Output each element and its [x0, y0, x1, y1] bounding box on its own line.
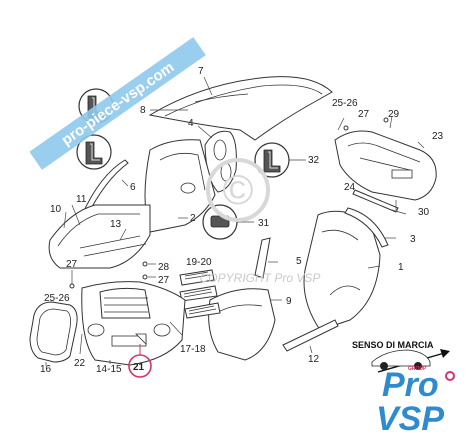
front-fender	[208, 288, 276, 361]
label-27-top: 27	[358, 109, 370, 120]
label-12: 12	[308, 354, 320, 365]
copyright-symbol: ©	[223, 166, 254, 213]
pro-vsp-logo: GROUP Pro VSP	[376, 366, 455, 438]
label-29: 29	[388, 109, 400, 120]
label-7: 7	[198, 66, 204, 77]
label-13: 13	[110, 219, 122, 230]
label-21: 21	[133, 362, 145, 373]
grille-mesh	[179, 269, 221, 319]
label-16: 16	[40, 364, 52, 375]
label-8: 8	[140, 105, 146, 116]
clip-28	[142, 261, 156, 280]
label-23: 23	[432, 131, 444, 142]
part-labels: 7 8 4 25-26 27 29 23 6 11 10 13 2 32 24 …	[40, 66, 444, 375]
label-3: 3	[410, 234, 416, 245]
side-sill	[282, 319, 339, 352]
pillar-strip	[81, 159, 129, 219]
copyright-text: COPYRIGHT Pro VSP	[200, 271, 321, 285]
label-1: 1	[398, 262, 404, 273]
logo-line1: Pro	[382, 366, 439, 404]
inset-detail-11	[76, 134, 112, 170]
clip-27-left	[69, 270, 75, 289]
label-25-26-left: 25-26	[44, 293, 70, 304]
label-22: 22	[74, 358, 86, 369]
label-30: 30	[418, 207, 430, 218]
label-25-26-top: 25-26	[332, 98, 358, 109]
travel-direction: SENSO DI MARCIA	[352, 340, 450, 373]
front-bumper	[81, 281, 186, 366]
label-32: 32	[308, 155, 320, 166]
label-6: 6	[130, 182, 136, 193]
logo-line2: VSP	[376, 400, 444, 438]
banner-text: pro-piece-vsp.com	[58, 59, 177, 149]
watermark-copyright: © COPYRIGHT Pro VSP	[200, 158, 321, 285]
side-panel	[144, 139, 216, 233]
wheel-arch-liner	[344, 207, 389, 248]
label-31: 31	[258, 218, 270, 229]
front-side-member	[48, 204, 151, 269]
clip-27-top	[343, 117, 389, 131]
label-9: 9	[286, 296, 292, 307]
label-4: 4	[188, 118, 194, 129]
label-24: 24	[344, 182, 356, 193]
pillar-trim	[254, 237, 271, 279]
label-19-20: 19-20	[186, 257, 212, 268]
label-27-mid: 27	[158, 275, 170, 286]
label-28: 28	[158, 262, 170, 273]
logo-tagline: GROUP	[408, 366, 427, 372]
label-17-18: 17-18	[180, 344, 206, 355]
direction-label: SENSO DI MARCIA	[352, 340, 434, 350]
label-10: 10	[50, 204, 62, 215]
label-2: 2	[190, 213, 196, 224]
highlight-part-21	[128, 333, 152, 378]
label-14-15: 14-15	[96, 364, 122, 375]
rear-trim-panel	[334, 130, 437, 201]
label-27-left: 27	[66, 259, 78, 270]
label-5: 5	[296, 256, 302, 267]
windshield-gasket	[29, 301, 78, 363]
inset-detail-32	[254, 142, 290, 178]
trim-strip	[352, 189, 399, 213]
roof-panel	[148, 76, 333, 141]
label-11: 11	[76, 194, 87, 205]
